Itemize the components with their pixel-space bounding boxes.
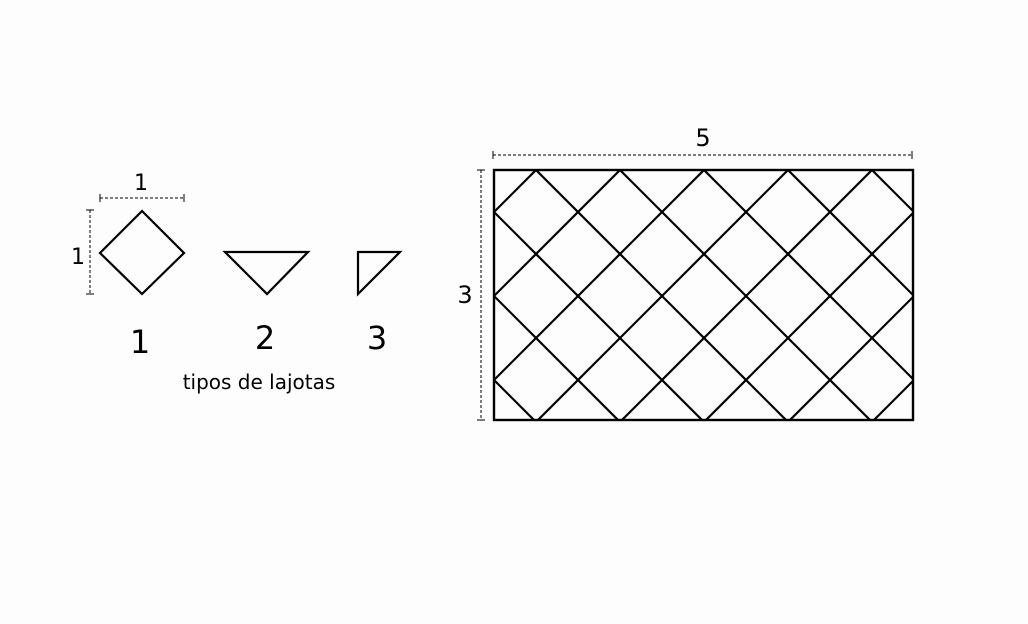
floor-grid-line-down-right xyxy=(494,210,704,420)
floor-grid-line-down-left xyxy=(494,170,706,382)
floor-grid-line-down-left xyxy=(494,170,622,298)
floor-grid-line-down-right xyxy=(618,170,872,420)
floor-grid-line-down-left xyxy=(0,160,210,440)
floor-grid-line-down-left xyxy=(182,160,462,440)
tile1-width-dimension xyxy=(99,194,185,202)
floor-width-label: 5 xyxy=(695,124,710,152)
floor-grid-line-down-left xyxy=(620,170,874,420)
tile-types-group: 1 1 1 2 3 tipos de lajotas xyxy=(71,171,403,394)
tile3-number: 3 xyxy=(367,319,387,357)
floor-grid-line-down-right xyxy=(870,170,913,213)
floor-grid-line-down-left xyxy=(938,160,1028,440)
floor-grid-line-down-left xyxy=(14,160,294,440)
floor-rectangle xyxy=(492,168,915,422)
floor-height-dimension xyxy=(477,169,485,421)
tile1-number: 1 xyxy=(130,323,150,361)
floor-grid-line-down-left xyxy=(536,170,790,420)
floor-grid-line-down-left xyxy=(704,211,913,420)
tile1-square-shape xyxy=(98,209,186,296)
floor-width-dimension xyxy=(492,151,913,159)
floor-grid-line-down-right xyxy=(494,378,536,420)
floor-grid-line-down-right xyxy=(946,160,1028,440)
floor-grid-line-down-left xyxy=(98,160,378,440)
floor-tile-grid xyxy=(0,160,1028,440)
tile1-width-label: 1 xyxy=(134,171,148,196)
floor-grid-line-down-right xyxy=(190,160,470,440)
floor-height-label: 3 xyxy=(457,281,472,309)
floor-grid-line-down-left xyxy=(872,379,913,420)
floor-grid-line-down-right xyxy=(702,170,913,381)
tile2-triangle-shape xyxy=(222,250,311,296)
floor-grid-line-down-right xyxy=(786,170,913,297)
floor-grid-line-down-left xyxy=(788,295,913,420)
tile2-number: 2 xyxy=(255,319,275,357)
tile1-height-dimension xyxy=(86,209,94,295)
tile1-height-label: 1 xyxy=(71,245,85,270)
floor-grid-line-down-right xyxy=(494,294,620,420)
tile-types-caption: tipos de lajotas xyxy=(183,370,336,394)
tile3-small-triangle-shape xyxy=(356,250,403,297)
floor-grid-line-down-right xyxy=(534,170,788,420)
floor-grid-line-down-left xyxy=(494,170,538,214)
floor-group: 5 3 xyxy=(0,124,1028,440)
